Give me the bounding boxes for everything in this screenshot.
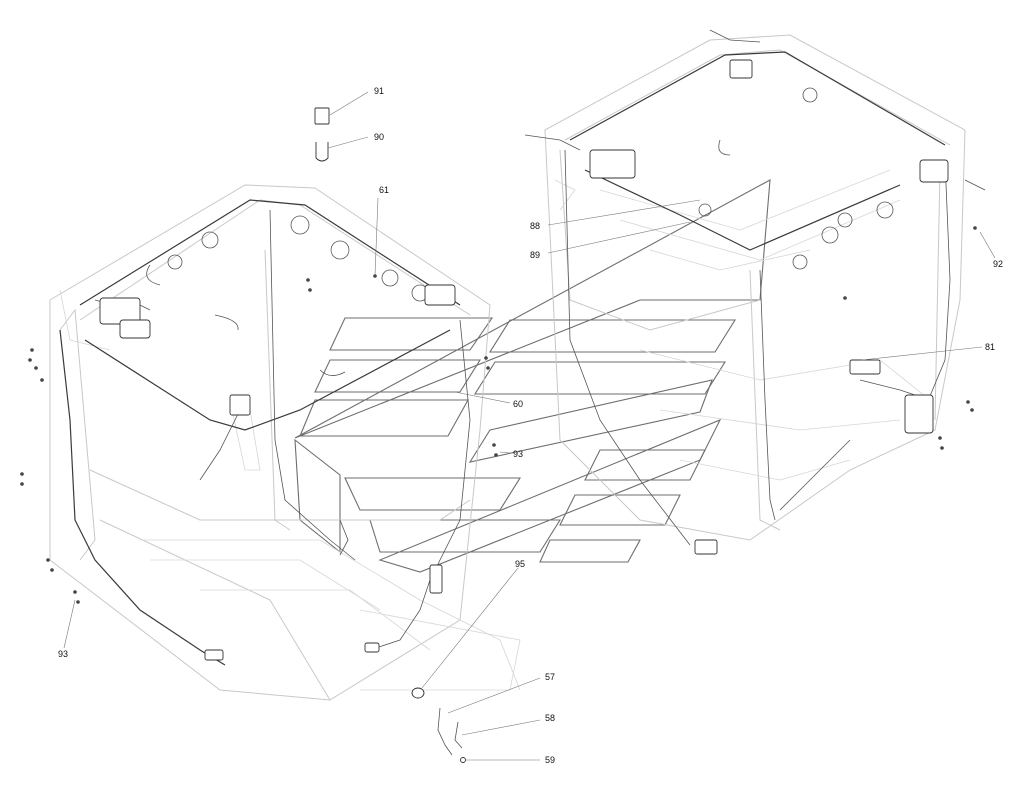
- callout-91: 91: [374, 86, 384, 96]
- callout-60: 60: [513, 399, 523, 409]
- left-wiring-harness: [59, 199, 471, 666]
- callout-92: 92: [993, 259, 1003, 269]
- callout-88: 88: [530, 221, 540, 231]
- left-cab-frame: [49, 184, 521, 701]
- callout-93-left: 93: [58, 649, 68, 659]
- callout-93-right: 93: [513, 449, 523, 459]
- part-58: [454, 721, 463, 749]
- watermark-logo: [294, 179, 771, 573]
- fasteners: [20, 226, 977, 604]
- callout-90: 90: [374, 132, 384, 142]
- right-cab-frame: [544, 34, 966, 541]
- part-90: [315, 142, 329, 162]
- part-91: [314, 107, 330, 125]
- callout-57: 57: [545, 672, 555, 682]
- callout-81: 81: [985, 342, 995, 352]
- leader-lines: [63, 91, 996, 761]
- callout-61: 61: [379, 185, 389, 195]
- callout-89: 89: [530, 250, 540, 260]
- right-wiring-harness: [524, 29, 986, 555]
- callout-59: 59: [545, 755, 555, 765]
- loose-parts: [314, 107, 466, 763]
- callout-labels: 91 90 61 88 89 92 81 60 93 93 95 57 58 5…: [58, 86, 1003, 765]
- part-57: [437, 707, 453, 756]
- callout-95: 95: [515, 559, 525, 569]
- part-59: [460, 757, 466, 763]
- callout-58: 58: [545, 713, 555, 723]
- part-95: [411, 687, 425, 699]
